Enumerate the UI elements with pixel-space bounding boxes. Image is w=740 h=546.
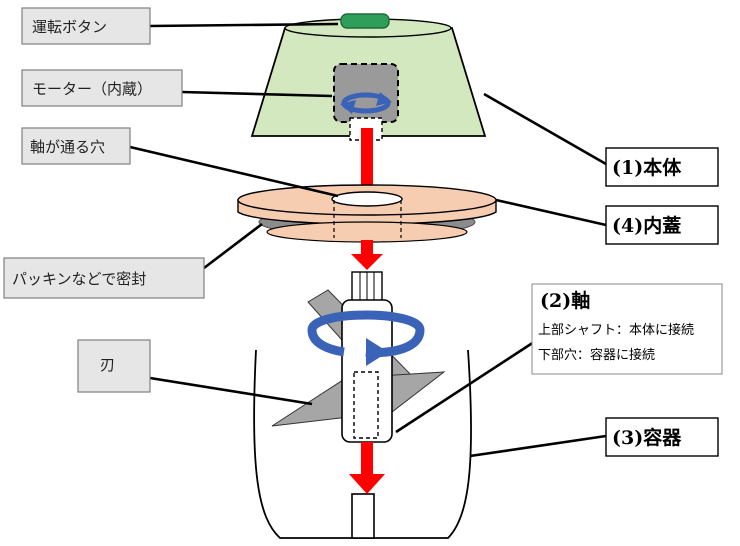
label-shaft-top-text: 上部シャフト：本体に接続 [538, 322, 694, 338]
label-blade-text: 刃 [100, 356, 115, 374]
label-body-text: (1)本体 [612, 156, 682, 179]
down-arrow-bottom-icon [349, 474, 385, 494]
label-seal: パッキンなどで密封 [3, 257, 205, 299]
down-arrow-icon [351, 254, 383, 270]
drive-arrow-middle [361, 240, 373, 254]
motor-rotation-icon [340, 92, 392, 114]
leader-container [469, 434, 607, 458]
run-button[interactable] [340, 13, 390, 29]
label-shaft: (2)軸 上部シャフト：本体に接続 下部穴：容器に接続 [531, 283, 723, 375]
label-shaft-hole: 軸が通る穴 [21, 127, 131, 165]
label-motor: モーター（内蔵） [21, 69, 183, 107]
label-inner-lid-text: (4)内蓋 [612, 214, 681, 237]
leader-shaft-hole [129, 145, 339, 198]
container-bottom-post [351, 493, 375, 539]
label-shaft-hole-text: 軸が通る穴 [30, 138, 105, 156]
label-body: (1)本体 [605, 147, 719, 187]
leader-shaft [395, 340, 535, 434]
leader-seal [203, 222, 263, 270]
shaft-hole [331, 191, 403, 207]
shaft-rotation-icon [307, 310, 425, 366]
leader-run-button [149, 22, 339, 28]
leader-body [483, 92, 607, 166]
label-seal-text: パッキンなどで密封 [12, 270, 146, 288]
leader-blade [149, 376, 313, 406]
drive-arrow-upper [361, 128, 373, 186]
shaft-bottom-hole [353, 371, 379, 439]
drive-arrow-lower [361, 442, 373, 476]
label-run-button: 運転ボタン [21, 7, 151, 45]
label-blade: 刃 [77, 339, 151, 393]
label-container: (3)容器 [605, 417, 719, 457]
label-shaft-bottom-text: 下部穴：容器に接続 [538, 347, 655, 363]
label-container-text: (3)容器 [612, 426, 682, 449]
label-inner-lid: (4)内蓋 [605, 205, 719, 245]
leader-motor [181, 90, 333, 98]
label-shaft-title: (2)軸 [540, 289, 590, 312]
shaft-body [341, 299, 393, 443]
lid-lower-ring [266, 221, 468, 243]
label-motor-text: モーター（内蔵） [32, 80, 152, 98]
label-run-button-text: 運転ボタン [32, 18, 107, 36]
leader-inner-lid [495, 198, 607, 227]
